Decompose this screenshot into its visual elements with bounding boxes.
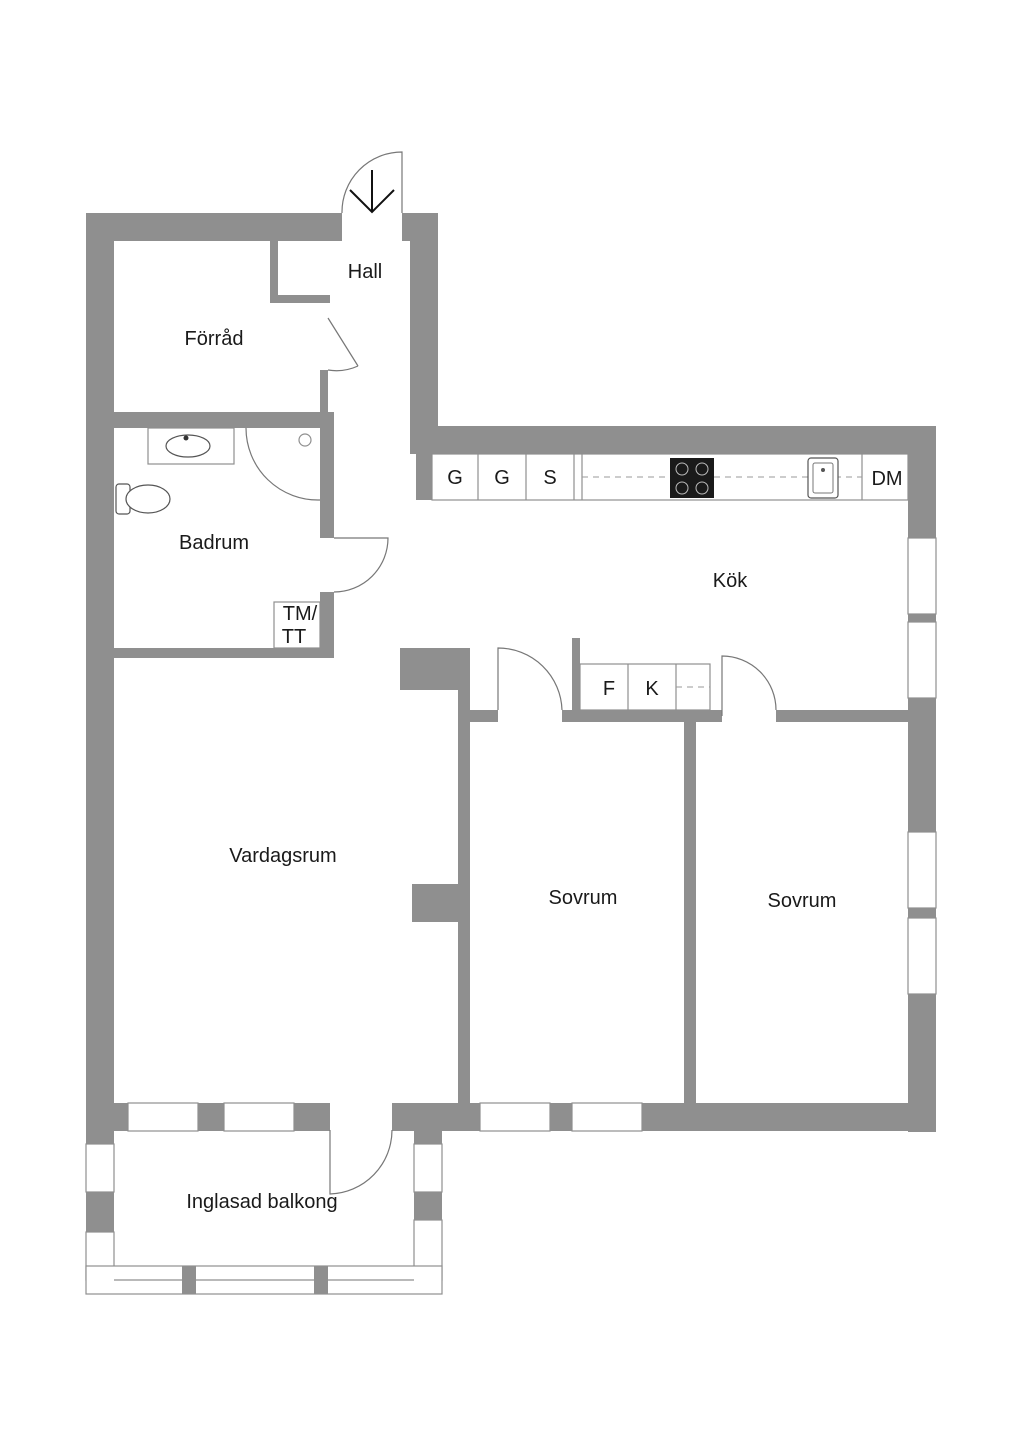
windows (85, 537, 937, 1295)
room-label-sovrum-1: Sovrum (549, 887, 618, 909)
appliance-label-dm: DM (871, 468, 902, 490)
room-label-kok: Kök (713, 570, 748, 592)
room-label-balkong: Inglasad balkong (186, 1191, 337, 1213)
appliance-label-tm: TM/ (283, 603, 318, 625)
interior-walls (114, 241, 908, 1104)
shower-screen (245, 427, 321, 501)
stove-icon (670, 458, 714, 498)
fk-closet (579, 663, 711, 711)
room-label-badrum: Badrum (179, 532, 249, 554)
kitchen-sink-icon (807, 457, 839, 499)
sink-icon (147, 427, 235, 465)
appliance-label-k: K (645, 678, 659, 700)
bedroom-1-door[interactable] (497, 647, 563, 711)
room-label-hall: Hall (348, 261, 382, 283)
appliance-label-g2: G (494, 467, 510, 489)
bathroom-door[interactable] (333, 537, 389, 593)
bedroom-2-door[interactable] (721, 655, 777, 716)
balcony-door[interactable] (329, 1129, 393, 1195)
entrance-door[interactable] (341, 151, 403, 241)
appliance-label-g1: G (447, 467, 463, 489)
forrad-door[interactable] (327, 317, 359, 372)
room-label-vardagsrum: Vardagsrum (229, 845, 336, 867)
outer-walls (86, 213, 936, 1294)
room-label-sovrum-2: Sovrum (768, 890, 837, 912)
appliance-label-s: S (543, 467, 556, 489)
toilet-icon (115, 483, 171, 515)
entrance-arrow-icon (349, 170, 395, 214)
appliance-label-f: F (603, 678, 615, 700)
floor-drain (298, 433, 312, 447)
room-label-forrad: Förråd (185, 328, 244, 350)
doors (245, 151, 777, 1195)
washer-box (273, 601, 321, 649)
appliance-label-tt: TT (282, 626, 306, 648)
